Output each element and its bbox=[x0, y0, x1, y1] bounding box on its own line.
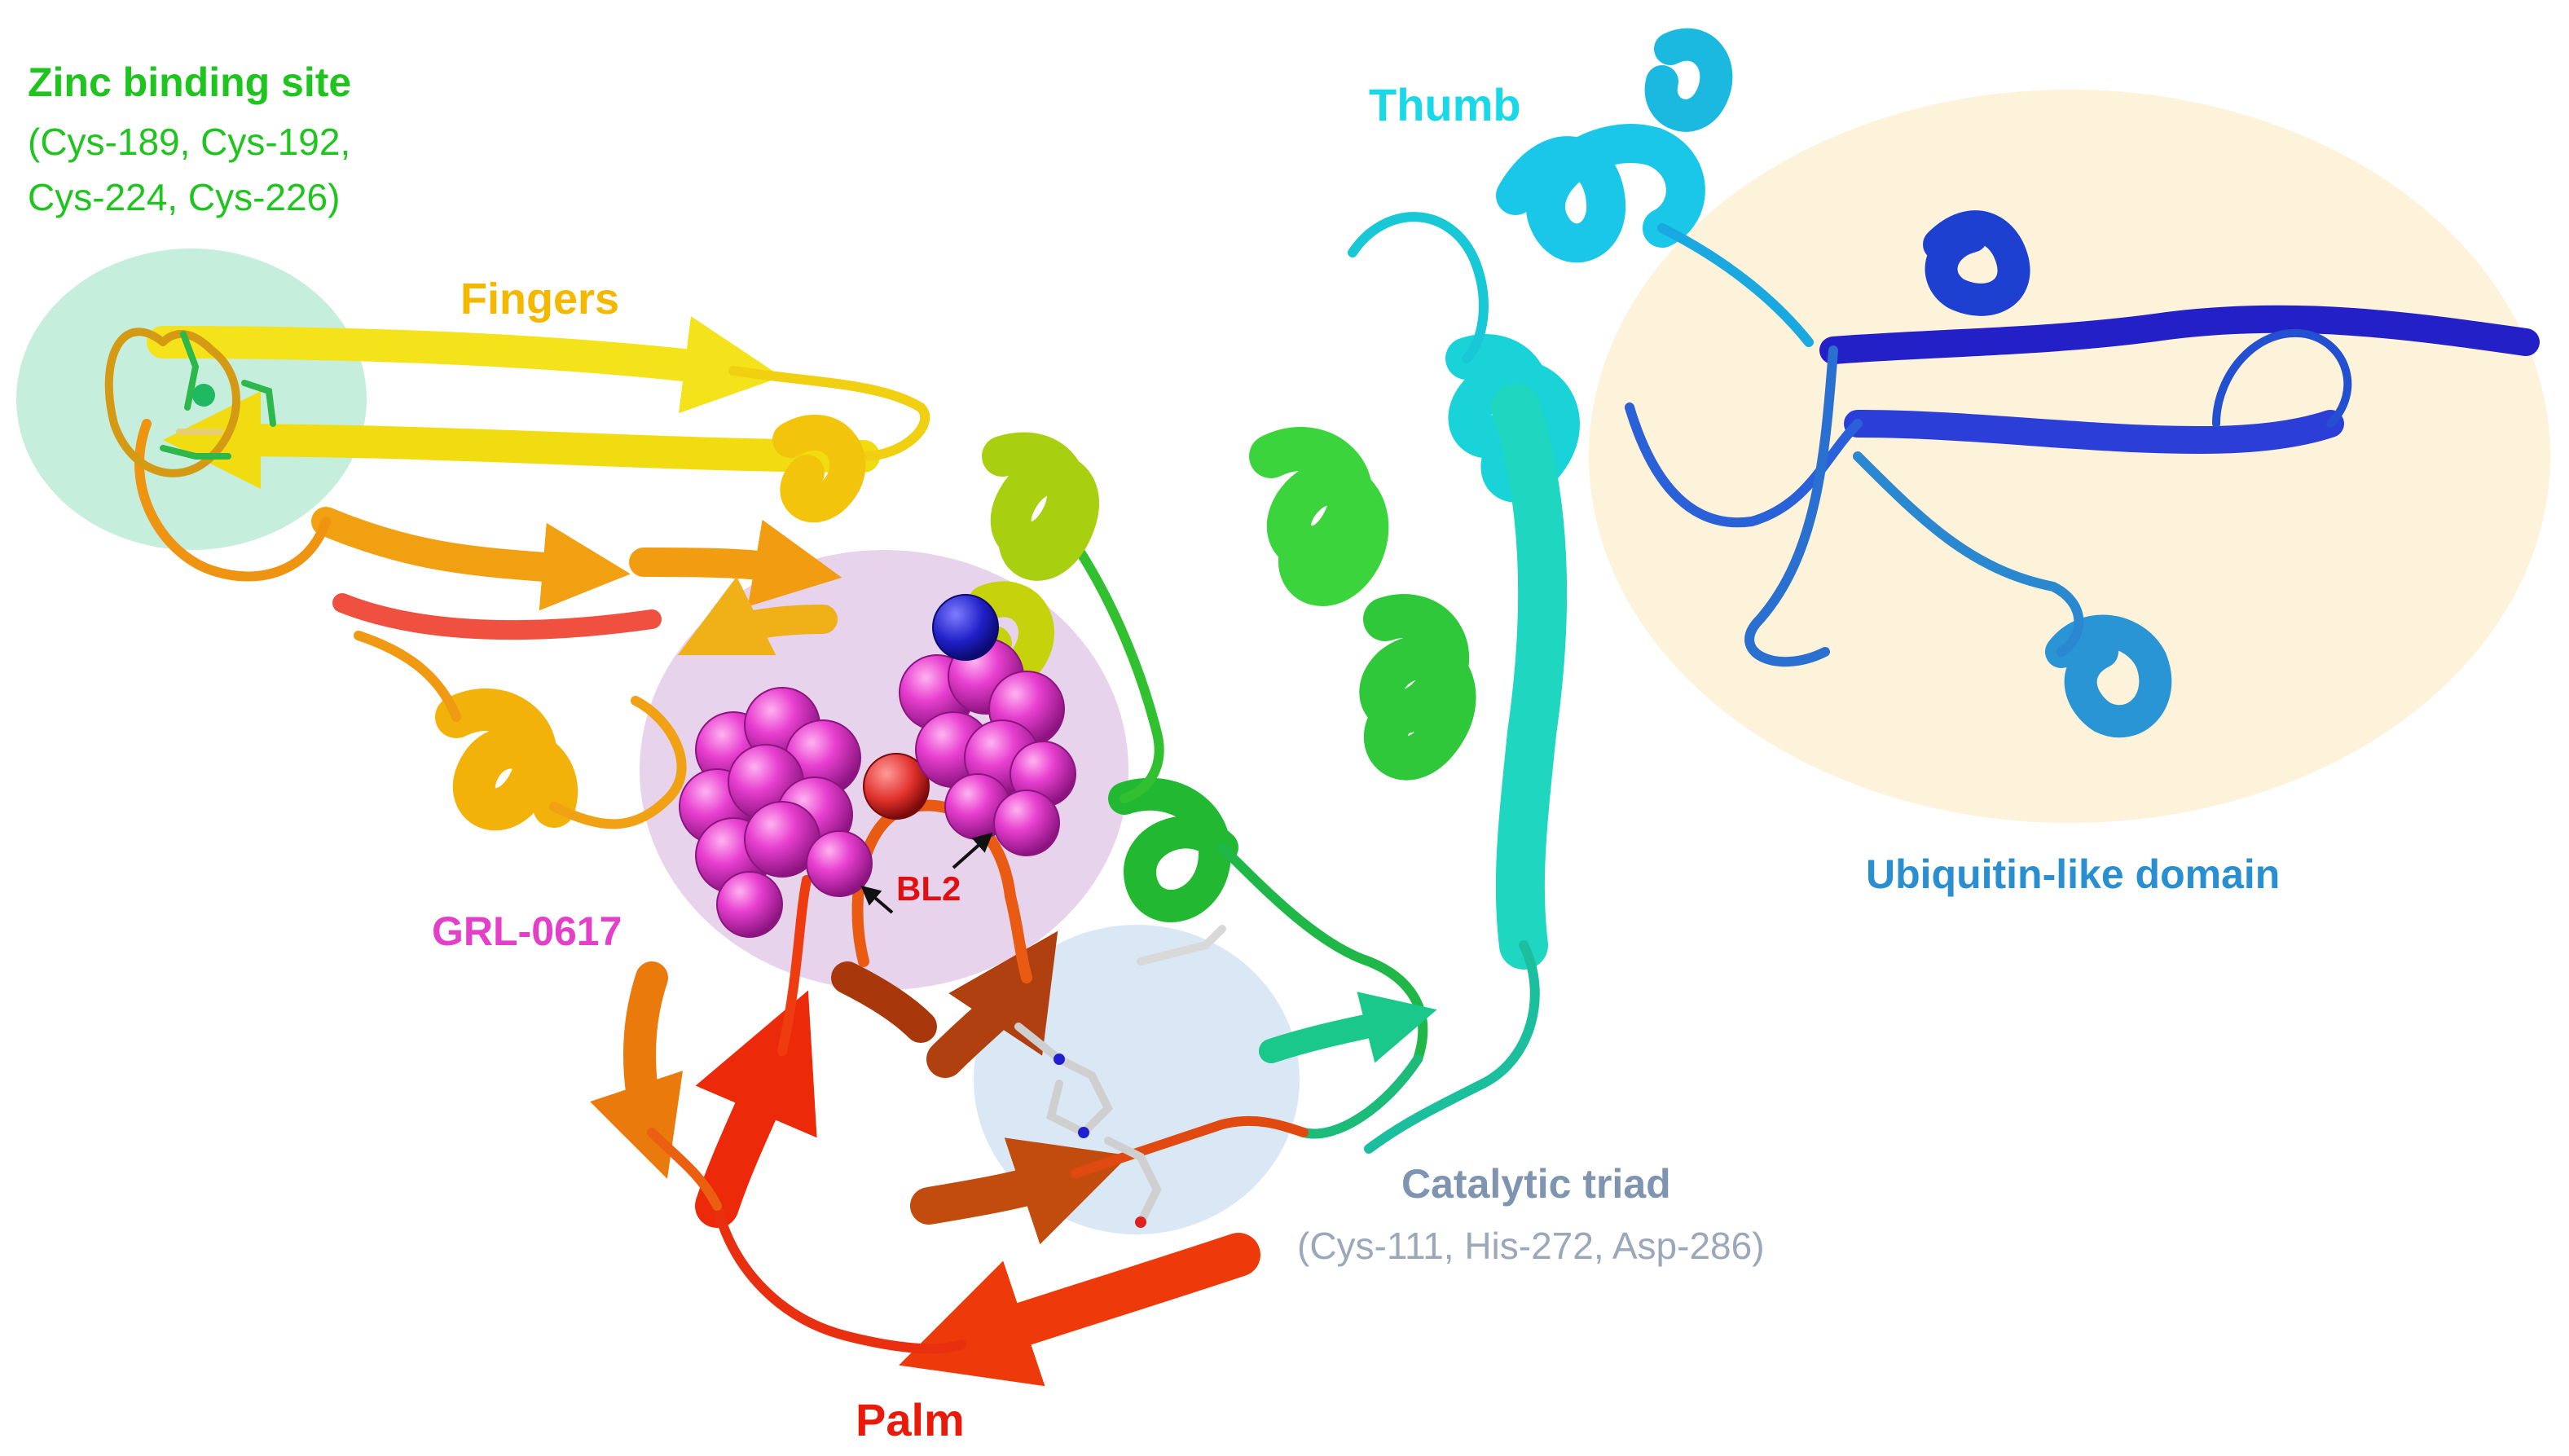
thumb-loop bbox=[1348, 212, 1489, 363]
cys-stick-3 bbox=[160, 445, 231, 460]
ubl-helix bbox=[1923, 210, 2030, 316]
palm-strand-brown-3 bbox=[831, 961, 937, 1043]
grl-sphere bbox=[806, 830, 873, 897]
palm-strand-bottom bbox=[899, 1233, 1260, 1387]
palm-loop-4 bbox=[1071, 1115, 1309, 1178]
grl-nitrogen-sphere bbox=[932, 594, 999, 661]
palm-loop-2 bbox=[712, 1201, 966, 1354]
palm-label: Palm bbox=[856, 1394, 965, 1445]
green-helix-2 bbox=[1359, 594, 1476, 781]
grl-oxygen-sphere bbox=[863, 753, 930, 820]
teal-loop bbox=[1364, 940, 1540, 1154]
catalytic-triad-sticks bbox=[1014, 925, 1226, 1228]
grl-0617-molecule bbox=[679, 594, 1076, 938]
zinc-site-title: Zinc binding site bbox=[28, 59, 351, 105]
palm-loop-3 bbox=[647, 1128, 722, 1211]
ubl-helix-lower bbox=[2045, 614, 2172, 738]
fingers-helix bbox=[772, 414, 866, 523]
ubl-loop-4 bbox=[2212, 328, 2352, 428]
bl2-arrows bbox=[860, 832, 993, 914]
bl2-label: BL2 bbox=[896, 869, 961, 908]
triad-nitrogen-1 bbox=[1054, 1054, 1065, 1065]
zinc-site-residues-line-2: Cys-224, Cys-226) bbox=[28, 176, 340, 218]
asp-286-stick bbox=[1104, 1137, 1162, 1226]
bl2-arrow-right bbox=[952, 832, 993, 869]
triad-nitrogen-2 bbox=[1078, 1127, 1089, 1138]
grl-sphere bbox=[716, 871, 783, 938]
ubl-loop-1 bbox=[1625, 402, 1863, 528]
orange-loop-mid bbox=[354, 631, 461, 722]
protein-ribbon bbox=[134, 28, 2540, 1387]
cys-stick-2 bbox=[241, 380, 276, 427]
green-helix-3 bbox=[1108, 777, 1238, 922]
ubl-loop-3 bbox=[1853, 451, 2084, 657]
ubl-strand-1 bbox=[1819, 305, 2540, 364]
fingers-label: Fingers bbox=[460, 275, 619, 323]
labels: Zinc binding site (Cys-189, Cys-192, Cys… bbox=[28, 59, 2280, 1445]
catalytic-triad-title: Catalytic triad bbox=[1401, 1161, 1671, 1207]
green-helix-1 bbox=[1249, 427, 1389, 606]
grl-sphere bbox=[993, 790, 1060, 856]
bl2-arrow-left bbox=[860, 885, 894, 914]
ubiquitin-like-domain-label: Ubiquitin-like domain bbox=[1866, 851, 2280, 897]
green-loop-3 bbox=[1299, 1054, 1423, 1139]
triad-oxygen bbox=[1135, 1216, 1146, 1228]
zinc-loop bbox=[104, 328, 240, 477]
ubl-loop-2 bbox=[1744, 345, 1838, 667]
thumb-helix-top bbox=[1496, 124, 1705, 263]
zinc-site-residues-line-1: (Cys-189, Cys-192, bbox=[28, 121, 350, 163]
green-loop-1 bbox=[1054, 517, 1164, 803]
ubl-strand-2 bbox=[1844, 410, 2344, 454]
fingers-strand-2 bbox=[163, 391, 880, 490]
zinc-site-sticks bbox=[104, 328, 276, 477]
orange-strand-2 bbox=[629, 519, 842, 607]
orange-loop-left bbox=[134, 419, 331, 582]
thumb-to-ubl-linker bbox=[1657, 223, 1814, 347]
orange-strand-1 bbox=[311, 507, 631, 611]
zinc-ion bbox=[192, 384, 215, 407]
red-strand-short bbox=[332, 593, 662, 640]
grl-0617-label: GRL-0617 bbox=[432, 908, 622, 954]
fingers-strand-1 bbox=[147, 316, 782, 414]
palm-strand-red-main bbox=[695, 990, 817, 1228]
orange-loop-lower bbox=[549, 696, 687, 829]
thumb-helix-top-2 bbox=[1644, 28, 1733, 132]
highlight-regions bbox=[16, 90, 2550, 1234]
green-strand bbox=[1259, 992, 1437, 1063]
orange-helix-left bbox=[435, 688, 578, 831]
palm-loop-1 bbox=[777, 875, 812, 1056]
palm-strand-brown-1 bbox=[926, 930, 1058, 1078]
thumb-helix-long bbox=[1491, 383, 1568, 970]
catalytic-triad-residues: (Cys-111, His-272, Asp-286) bbox=[1297, 1225, 1765, 1267]
palm-strand-orange-1 bbox=[590, 961, 683, 1179]
thumb-label: Thumb bbox=[1369, 79, 1521, 130]
cys-stick-1 bbox=[180, 331, 200, 411]
fingers-loop-top bbox=[728, 366, 930, 461]
palm-strand-brown-2 bbox=[910, 1137, 1129, 1245]
cys-111-stick bbox=[1137, 925, 1226, 966]
yellow-green-helix bbox=[982, 432, 1099, 581]
ubiquitin-like-region bbox=[1589, 90, 2550, 823]
orange-strand-3 bbox=[677, 576, 838, 656]
